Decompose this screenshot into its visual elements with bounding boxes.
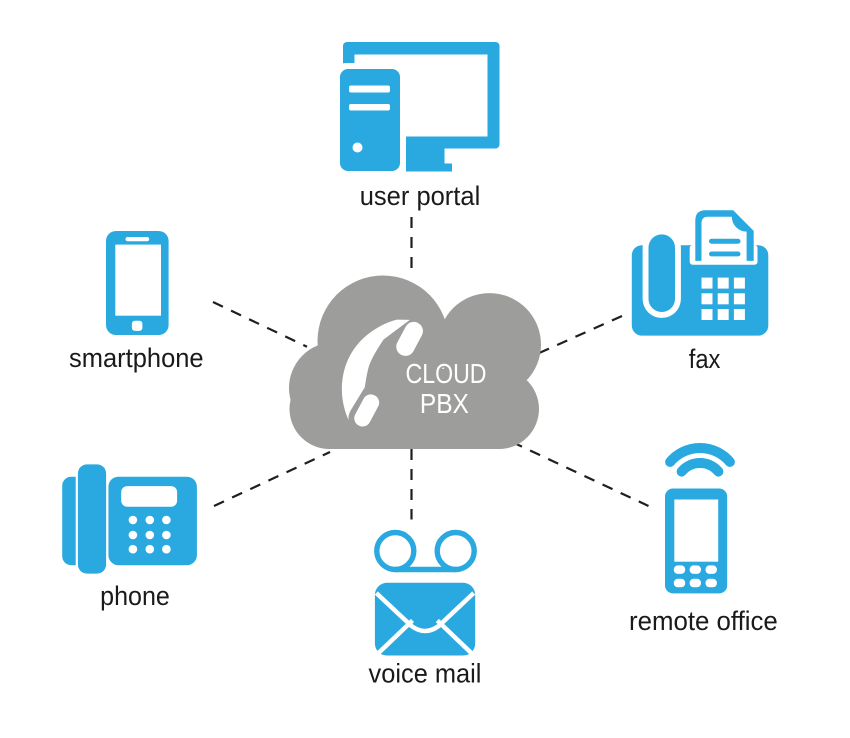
svg-text:PBX: PBX: [420, 388, 469, 419]
svg-text:phone: phone: [100, 581, 170, 611]
svg-text:user portal: user portal: [360, 181, 481, 211]
svg-text:smartphone: smartphone: [69, 343, 204, 373]
svg-text:voice mail: voice mail: [369, 659, 482, 689]
svg-text:remote office: remote office: [629, 606, 778, 636]
svg-text:CLOUD: CLOUD: [406, 358, 487, 389]
svg-text:fax: fax: [689, 344, 721, 374]
